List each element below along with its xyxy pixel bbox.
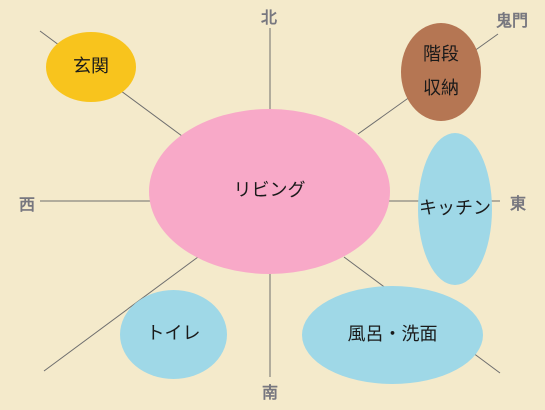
room-stairs-label: 階段 — [423, 43, 459, 65]
room-toilet-label: トイレ — [146, 323, 201, 345]
room-entrance: 玄関 — [46, 32, 136, 102]
room-entrance-label: 玄関 — [73, 55, 109, 77]
line-southwest — [43, 256, 199, 372]
room-bath-wash: 風呂・洗面 — [302, 286, 483, 384]
direction-north: 北 — [260, 8, 278, 27]
direction-east: 東 — [509, 194, 527, 213]
room-living-label: リビング — [233, 180, 306, 202]
room-kitchen: キッチン — [418, 133, 492, 285]
direction-kimon: 鬼門 — [495, 11, 529, 30]
room-kitchen-label: キッチン — [419, 197, 491, 219]
room-living: リビング — [149, 109, 390, 274]
room-stairs-storage: 階段 収納 — [401, 23, 481, 121]
room-bath-wash-label: 風呂・洗面 — [347, 323, 438, 345]
direction-west: 西 — [18, 195, 36, 214]
room-storage-label: 収納 — [423, 78, 459, 99]
room-toilet: トイレ — [120, 290, 227, 379]
direction-south: 南 — [261, 383, 279, 402]
